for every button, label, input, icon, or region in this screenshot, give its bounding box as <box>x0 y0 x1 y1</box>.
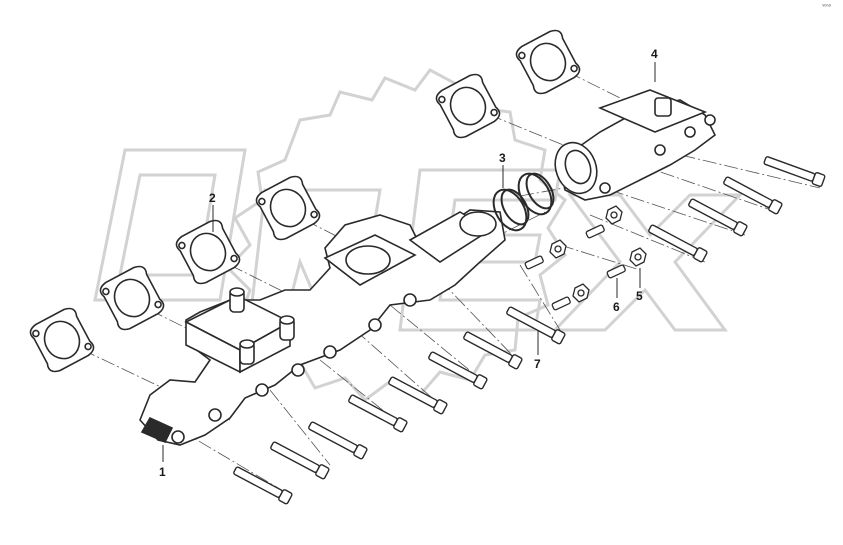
bolt-1 <box>233 466 293 505</box>
gasket-3 <box>175 219 241 285</box>
gasket-6 <box>515 29 581 95</box>
bolt-2 <box>270 441 330 480</box>
bolt-12 <box>763 156 826 187</box>
nut-3 <box>605 205 623 225</box>
bolt-7 <box>463 331 523 370</box>
bolt-5 <box>388 376 448 415</box>
stud-1 <box>524 255 544 270</box>
nuts <box>549 205 647 303</box>
gasket-5 <box>435 73 501 139</box>
gasket-2 <box>99 265 165 331</box>
nut-2 <box>572 283 590 303</box>
bolt-10 <box>688 198 748 237</box>
gasket-4 <box>255 175 321 241</box>
callout-5: 5 <box>636 289 643 303</box>
bolt-11 <box>723 176 783 215</box>
bolt-3 <box>308 421 368 460</box>
gasket-group <box>29 29 581 373</box>
callout-3: 3 <box>499 151 506 165</box>
bolt-9 <box>648 224 708 263</box>
stud-4 <box>606 264 626 279</box>
nut-1 <box>549 239 567 259</box>
callout-4: 4 <box>651 47 658 61</box>
seal-rings <box>492 172 555 232</box>
stud-2 <box>551 296 571 311</box>
leader-lines <box>162 62 656 462</box>
studs <box>524 224 626 311</box>
bolts <box>233 156 826 505</box>
bolt-8 <box>506 306 566 345</box>
rear-exhaust-manifold <box>554 89 717 201</box>
gasket-1 <box>29 307 95 373</box>
corner-mark: ᵛᵒⁿᵒ <box>822 4 831 10</box>
callout-7: 7 <box>534 357 541 371</box>
bolt-4 <box>348 394 408 433</box>
front-exhaust-manifold <box>139 209 506 446</box>
callout-2: 2 <box>209 191 216 205</box>
callout-6: 6 <box>613 300 620 314</box>
bolt-6 <box>428 351 488 390</box>
nut-4 <box>629 247 647 267</box>
stud-3 <box>585 224 605 239</box>
callout-1: 1 <box>159 465 166 479</box>
